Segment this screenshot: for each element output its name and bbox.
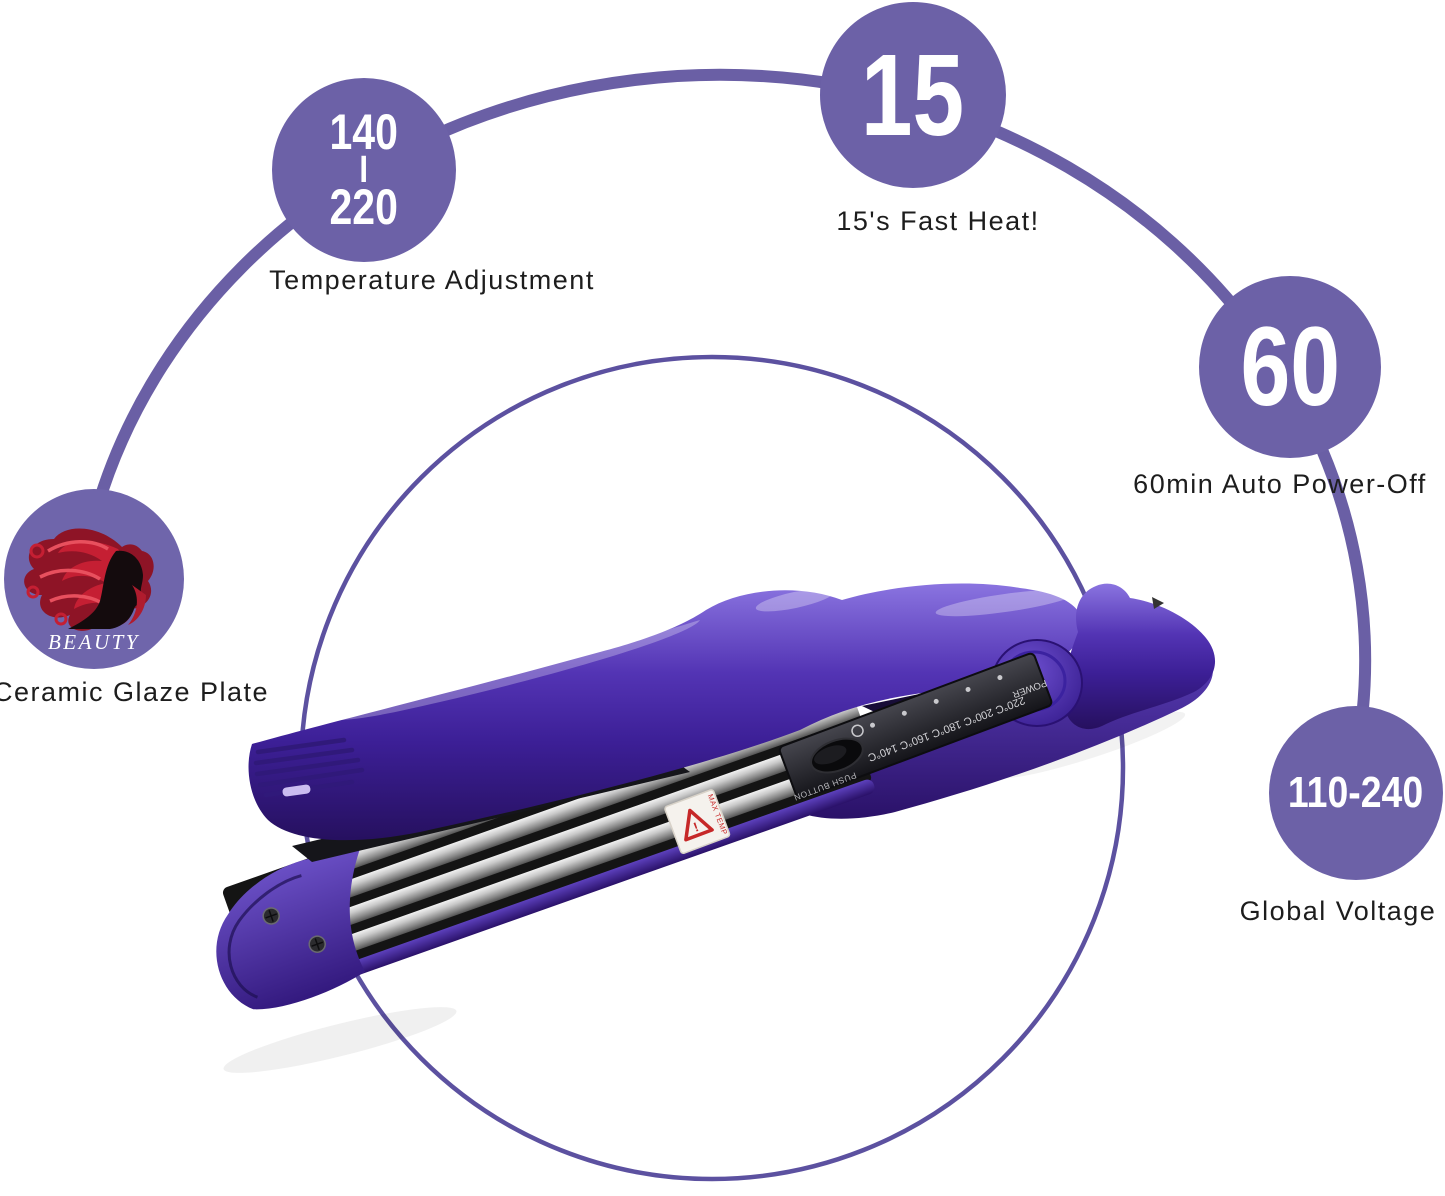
fast-heat-value: 15: [861, 30, 965, 160]
product-shadow: [223, 1007, 457, 1073]
warning-triangle-icon: [684, 808, 714, 842]
grip-ridges: [253, 737, 365, 798]
logo-hair-front: [128, 585, 146, 625]
product-hair-crimper: PUSH BUTTON 140°C 160°C 180°C 200°C 220°…: [216, 583, 1216, 1073]
feature-bubble-fast-heat: 15: [820, 2, 1006, 188]
logo-hair-curls: [26, 543, 68, 626]
plate-tip-cap: [216, 845, 366, 1010]
auto-off-value: 60: [1240, 304, 1340, 429]
temperature-range-value: 140 I 220: [329, 103, 399, 236]
crimper-hinge-end: [1062, 583, 1216, 730]
logo-hair-strands: [39, 540, 109, 605]
feature-bubble-ceramic: BEAUTY: [4, 489, 184, 669]
feature-label-ceramic: Ceramic Glaze Plate: [0, 677, 270, 707]
feature-bubble-voltage: 110-240: [1269, 706, 1443, 880]
feature-label-auto-off: 60min Auto Power-Off: [1133, 469, 1427, 499]
logo-text: BEAUTY: [48, 630, 140, 654]
beauty-logo: BEAUTY: [4, 489, 184, 669]
crimper-upper-arm: [248, 583, 1082, 841]
feature-label-voltage: Global Voltage: [1239, 896, 1437, 926]
feature-label-temperature: Temperature Adjustment: [269, 265, 595, 295]
handle-shine: [935, 589, 1075, 617]
cursor-artifact: [1152, 597, 1164, 609]
feature-bubble-temperature: 140 I 220: [272, 78, 456, 262]
feature-bubble-auto-off: 60: [1199, 276, 1381, 458]
logo-face-silhouette: [68, 550, 145, 629]
arm-shine: [320, 620, 700, 721]
hump-shine: [755, 588, 835, 612]
voltage-value: 110-240: [1288, 768, 1424, 817]
svg-text:!: !: [691, 819, 700, 835]
tip-latch: [282, 784, 311, 797]
feature-label-fast-heat: 15's Fast Heat!: [836, 206, 1040, 236]
